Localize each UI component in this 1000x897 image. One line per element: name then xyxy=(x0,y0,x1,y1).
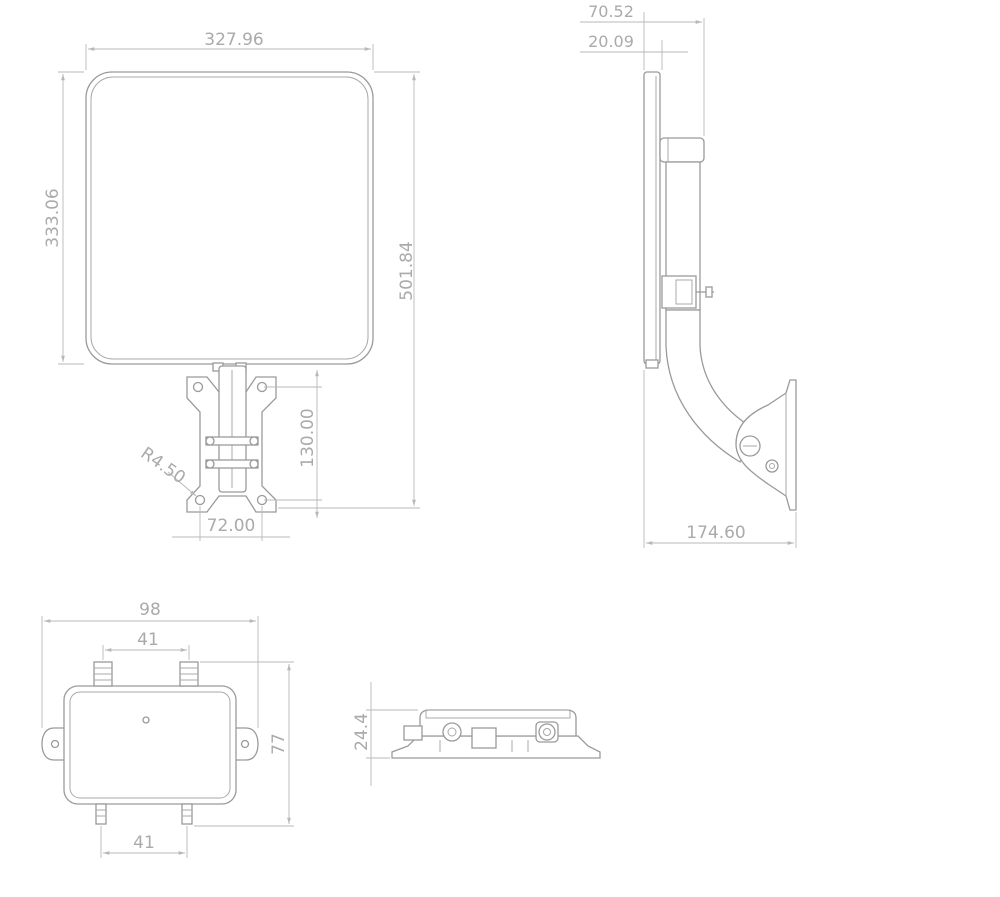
box-side-connector-left xyxy=(403,725,423,741)
box-bottom-connector-right xyxy=(181,803,193,825)
box-height-label: 77 xyxy=(269,733,289,755)
box-width-label: 98 xyxy=(139,600,161,620)
box-top-view: 98 41 77 41 xyxy=(41,600,294,858)
total-height-label: 501.84 xyxy=(397,241,417,300)
clamp-nut-tr xyxy=(249,436,259,446)
box-thickness-label: 24.4 xyxy=(352,713,372,751)
front-width-label: 327.96 xyxy=(204,30,263,50)
antenna-panel-outline xyxy=(85,71,374,365)
bracket-hole-bl xyxy=(194,494,206,506)
bracket-height-label: 130.00 xyxy=(298,408,318,467)
box-side-lid-edge xyxy=(425,709,571,719)
panel-height-label: 333.06 xyxy=(43,188,63,247)
side-panel-edge xyxy=(643,71,661,365)
box-side-port-left xyxy=(442,722,462,742)
box-lid xyxy=(69,691,231,799)
side-top-clamp xyxy=(659,137,705,163)
front-view: 327.96 333.06 501.84 130.00 72.00 R4.50 xyxy=(43,30,420,541)
hole-spacing-label: 72.00 xyxy=(207,516,256,536)
bracket-hole-tl xyxy=(192,381,204,393)
box-body xyxy=(63,685,237,805)
side-view: 70.52 20.09 174.60 xyxy=(580,2,797,548)
side-depth-label: 70.52 xyxy=(588,2,634,21)
hole-radius-leader xyxy=(167,471,197,497)
clamp-nut-tl xyxy=(205,436,215,446)
box-side-view: 24.4 xyxy=(352,682,601,786)
side-panel-foot xyxy=(645,359,659,369)
box-vent-hole xyxy=(142,716,150,724)
box-bottom-spacing-label: 41 xyxy=(133,833,155,853)
side-panel-depth-label: 20.09 xyxy=(588,32,634,51)
box-side-port-right xyxy=(538,723,556,741)
hole-radius-label: R4.50 xyxy=(137,443,189,488)
side-wall-bracket xyxy=(735,379,797,511)
clamp-nut-br xyxy=(249,459,259,469)
antenna-panel-inner-edge xyxy=(90,76,369,360)
box-bottom-connector-left xyxy=(95,803,107,825)
box-top-spacing-label: 41 xyxy=(137,630,159,650)
side-clamp-bolt xyxy=(705,286,713,298)
side-middle-clamp xyxy=(661,275,697,309)
side-total-depth-label: 174.60 xyxy=(686,523,745,543)
clamp-nut-bl xyxy=(205,459,215,469)
side-curved-arm xyxy=(665,309,757,463)
side-pivot-bolt xyxy=(765,459,779,473)
box-side-window xyxy=(471,727,497,749)
